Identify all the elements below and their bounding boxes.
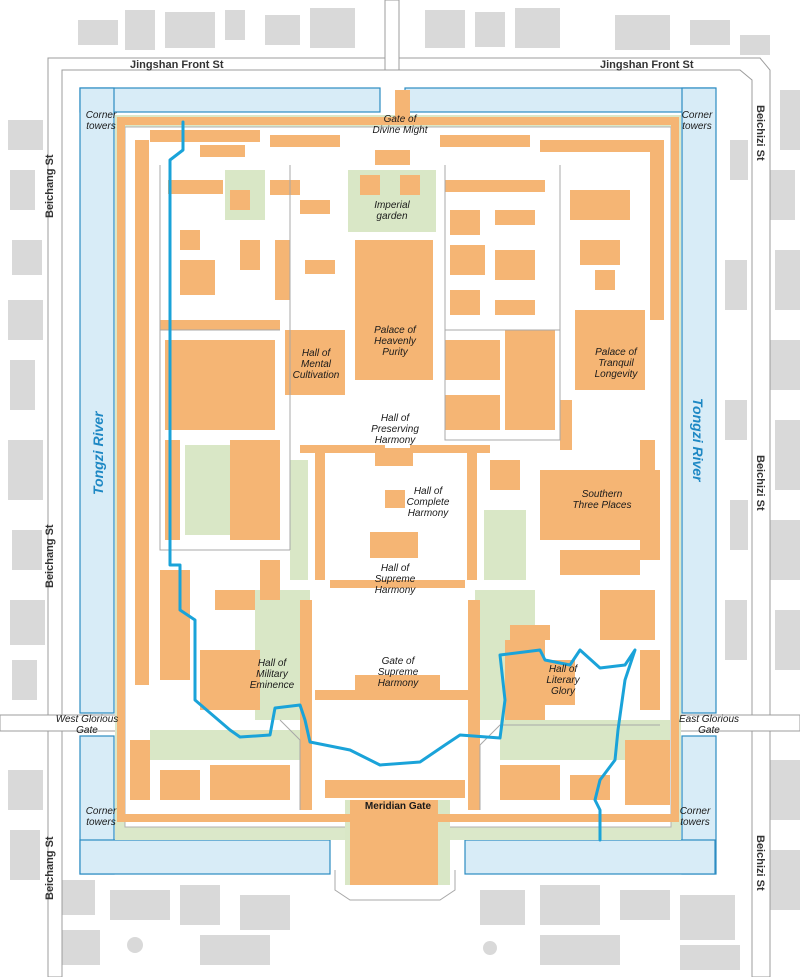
place-label-complete-harmony: Hall of Complete Harmony [406, 486, 450, 519]
place-label-tranquil-longevity: Palace of Tranquil Longevity [594, 347, 638, 380]
place-label-southern-three-places: Southern Three Places [572, 489, 632, 511]
place-label-preserving-harmony: Hall of Preserving Harmony [371, 413, 419, 446]
place-label-literary-glory: Hall of Literary Glory [546, 664, 580, 697]
gate-label-east-glorious: East Glorious Gate [678, 714, 740, 736]
street-label-beichang-lower: Beichang St [44, 836, 56, 900]
gate-label-west-glorious: West Glorious Gate [55, 714, 119, 736]
corner-towers-ne: Corner towers [681, 110, 713, 132]
buildings [130, 130, 670, 810]
corner-towers-sw: Corner towers [85, 806, 117, 828]
place-label-military-eminence: Hall of Military Eminence [249, 658, 295, 691]
street-label-jingshan-east: Jingshan Front St [600, 59, 694, 71]
river-label-east: Tongzi River [690, 398, 706, 482]
place-label-mental-cultivation: Hall of Mental Cultivation [292, 348, 340, 381]
river-label-west: Tongzi River [90, 411, 106, 496]
place-label-supreme-harmony: Hall of Supreme Harmony [374, 563, 416, 596]
gate-label-meridian: Meridian Gate [364, 801, 432, 812]
corner-towers-se: Corner towers [679, 806, 711, 828]
internal-paths [159, 165, 660, 901]
inner-river [168, 120, 637, 842]
street-label-beichizi-upper: Beichizi St [754, 105, 766, 161]
moat [79, 87, 717, 875]
corner-towers-nw: Corner towers [85, 110, 117, 132]
place-label-gate-supreme-harmony: Gate of Supreme Harmony [377, 656, 419, 689]
street-label-beichizi-lower: Beichizi St [754, 835, 766, 891]
street-label-beichang-middle: Beichang St [44, 524, 56, 588]
palace-wall [117, 90, 679, 885]
gate-label-divine-might: Gate of Divine Might [372, 114, 428, 136]
place-label-imperial-garden: Imperial garden [374, 200, 410, 222]
place-label-heavenly-purity: Palace of Heavenly Purity [374, 325, 416, 358]
street-label-beichizi-middle: Beichizi St [754, 455, 766, 511]
street-label-jingshan-west: Jingshan Front St [130, 59, 224, 71]
city-blocks [8, 8, 800, 970]
street-label-beichang-upper: Beichang St [44, 154, 56, 218]
